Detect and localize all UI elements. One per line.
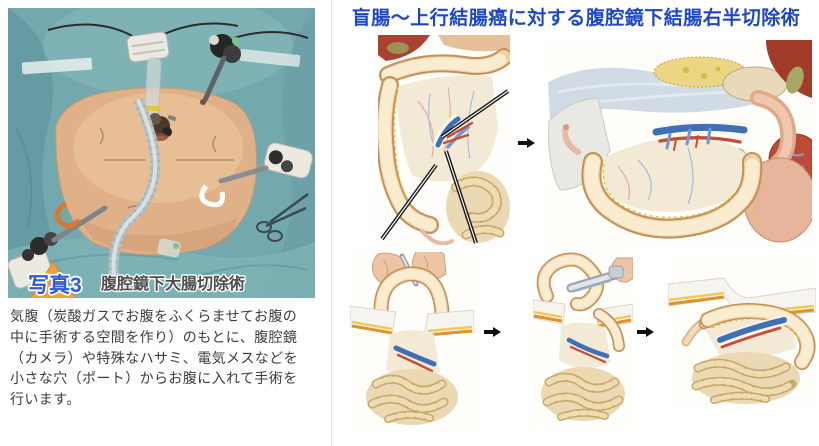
illustration-exteriorized-bowel bbox=[350, 252, 474, 430]
section-title: 盲腸～上行結腸癌に対する腹腔鏡下結腸右半切除術 bbox=[351, 8, 801, 29]
laparoscopy-operating-photo: 写真3 腹腔鏡下大腸切除術 bbox=[8, 8, 315, 298]
center-port bbox=[149, 113, 177, 141]
description-line: （カメラ）や特殊なハサミ、電気メスなどを bbox=[10, 349, 298, 366]
procedure-description: 気腹（炭酸ガスでお腹をふくらませてお腹の 中に手術する空間を作り）のもとに、腹腔… bbox=[10, 306, 318, 410]
illustration-stapler-anastomosis bbox=[533, 252, 633, 429]
surgery-photo: 写真3 腹腔鏡下大腸切除術 bbox=[8, 8, 315, 298]
panel-divider bbox=[331, 0, 332, 446]
right-trocar bbox=[263, 142, 313, 179]
description-line: 気腹（炭酸ガスでお腹をふくらませてお腹の bbox=[10, 308, 298, 324]
arrow-right-icon bbox=[637, 327, 654, 337]
illustration-mobilized-colon bbox=[548, 40, 812, 245]
photo-badge: 写真3 bbox=[28, 273, 82, 297]
laparoscopic-instrument-icon bbox=[380, 89, 510, 244]
camera-trocar bbox=[126, 31, 170, 117]
illustration-laparoscopic-dissection bbox=[378, 35, 510, 245]
illustration-completed-anastomosis bbox=[668, 256, 816, 408]
bottom-left-trocar bbox=[8, 201, 108, 289]
photo-caption: 腹腔鏡下大腸切除術 bbox=[101, 274, 245, 293]
description-line: 中に手術する空間を作り）のもとに、腹腔鏡 bbox=[10, 328, 298, 345]
insufflation-tube bbox=[108, 97, 161, 277]
scissors bbox=[256, 193, 309, 242]
arrow-right-icon bbox=[518, 138, 535, 148]
top-right-trocar bbox=[200, 34, 241, 105]
badge-triangle bbox=[30, 261, 76, 298]
description-line: 小さな穴（ポート）からお腹に入れて手術を bbox=[10, 370, 298, 387]
arrow-right-icon bbox=[484, 327, 501, 337]
description-line: 行います。 bbox=[10, 391, 81, 408]
